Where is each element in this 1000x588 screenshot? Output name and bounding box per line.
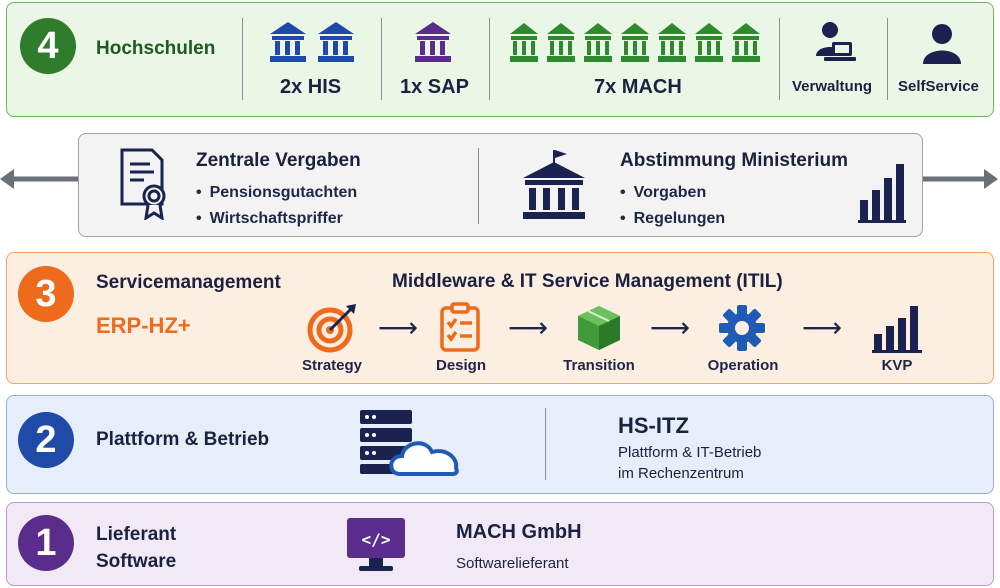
list-item: Vorgaben — [620, 180, 725, 206]
right-arrow-icon — [918, 169, 998, 189]
checklist-icon — [440, 302, 480, 352]
process-title: Middleware & IT Service Management (ITIL… — [392, 271, 783, 292]
his-count-label: 2x HIS — [280, 76, 342, 98]
gear-icon — [719, 305, 765, 351]
role-label-selfservice: SelfService — [898, 78, 979, 95]
layer3-number-badge: 3 — [18, 266, 74, 322]
layer2-title: Plattform & Betrieb — [96, 429, 270, 450]
divider — [779, 18, 780, 100]
layer1-band — [6, 502, 994, 586]
arrow-right-icon: ⟶ — [508, 312, 549, 343]
building-icon — [270, 22, 306, 62]
central-left-list: Pensionsgutachten Wirtschaftspriffer — [196, 180, 358, 232]
layer2-desc-line1: Plattform & IT-Betrieb — [618, 444, 762, 461]
list-item: Wirtschaftspriffer — [196, 206, 357, 232]
layer3-subtitle: ERP-HZ+ — [96, 313, 191, 338]
layer2-org: HS-ITZ — [618, 413, 689, 438]
divider — [887, 18, 888, 100]
arrow-right-icon: ⟶ — [650, 312, 691, 343]
mach-building-icons — [510, 23, 760, 62]
central-right-list: Vorgaben Regelungen — [620, 180, 726, 232]
certificate-icon — [120, 148, 166, 220]
bar-chart-icon — [858, 164, 906, 223]
server-cloud-icon — [360, 410, 459, 476]
admin-user-laptop-icon — [816, 22, 856, 61]
divider — [381, 18, 382, 100]
layer2-desc-line2: im Rechenzentrum — [618, 465, 744, 482]
layer3-band — [6, 252, 994, 384]
arrow-right-icon: ⟶ — [378, 312, 419, 343]
sap-building-icon — [415, 22, 451, 62]
divider — [242, 18, 243, 100]
layer3-title: Servicemanagement — [96, 272, 281, 293]
step-label-design: Design — [435, 357, 486, 374]
divider — [478, 148, 479, 224]
layer1-title-line2: Software — [96, 551, 177, 572]
list-item: Regelungen — [620, 206, 726, 232]
layer2-band — [6, 395, 994, 494]
package-box-icon — [578, 306, 620, 350]
layer4-title: Hochschulen — [96, 38, 216, 59]
ministry-building-icon — [523, 150, 585, 219]
step-label-strategy: Strategy — [301, 357, 363, 374]
step-label-transition: Transition — [563, 357, 635, 374]
svg-text:</>: </> — [362, 530, 391, 549]
building-icon — [318, 22, 354, 62]
central-left-title: Zentrale Vergaben — [196, 150, 361, 171]
layer1-title-line1: Lieferant — [96, 524, 177, 545]
code-monitor-icon: </> — [347, 518, 405, 571]
target-icon — [307, 304, 356, 353]
improvement-chart-icon — [872, 306, 922, 353]
layer1-desc: Softwarelieferant — [456, 555, 569, 572]
user-icon — [923, 24, 961, 64]
role-label-verwaltung: Verwaltung — [792, 78, 873, 95]
divider — [489, 18, 490, 100]
arrow-right-icon: ⟶ — [802, 312, 843, 343]
his-building-icons — [270, 22, 354, 62]
mach-count-label: 7x MACH — [594, 76, 682, 98]
divider — [545, 408, 546, 480]
left-arrow-icon — [0, 169, 82, 189]
step-label-operation: Operation — [707, 357, 779, 374]
list-item: Pensionsgutachten — [196, 180, 358, 206]
layer4-number-badge: 4 — [20, 18, 76, 74]
layer1-number-badge: 1 — [18, 515, 74, 571]
layer2-number-badge: 2 — [18, 412, 74, 468]
central-right-title: Abstimmung Ministerium — [620, 150, 849, 171]
step-label-kvp: KVP — [881, 357, 913, 374]
sap-count-label: 1x SAP — [400, 76, 469, 98]
layer1-org: MACH GmbH — [456, 521, 582, 543]
